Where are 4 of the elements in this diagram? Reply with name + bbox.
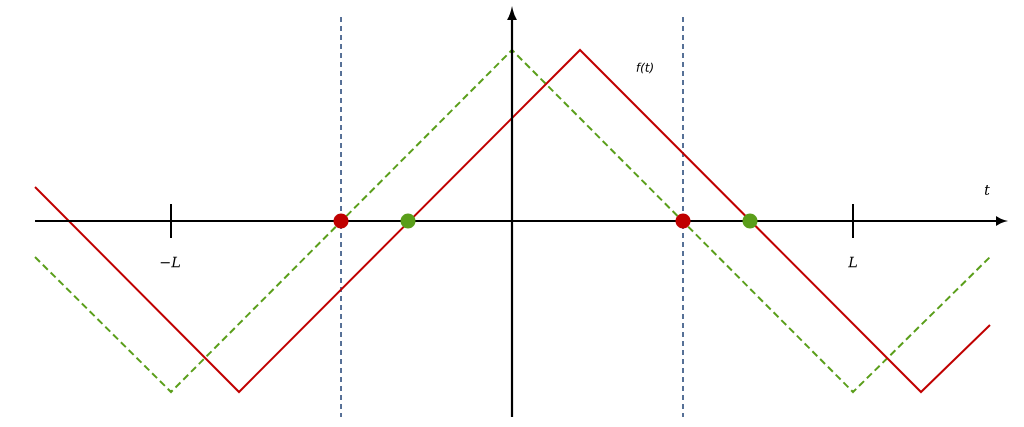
tick-label: −L	[160, 256, 180, 268]
function-label: f(t)	[636, 62, 653, 74]
tick-label: L	[848, 256, 857, 268]
axis-label: t	[984, 185, 990, 195]
